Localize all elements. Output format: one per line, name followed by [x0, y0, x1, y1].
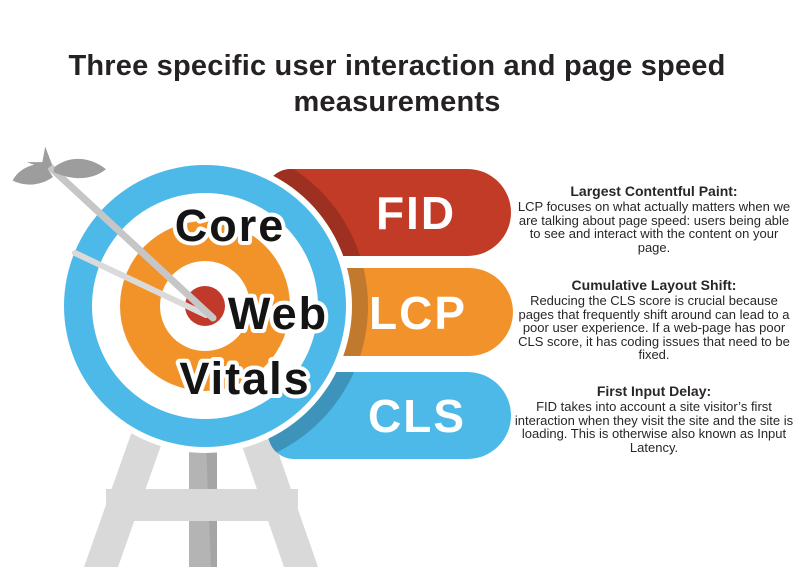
arrow-second-shaft — [72, 250, 209, 318]
arrow-fletching — [12, 146, 106, 185]
description-heading: First Input Delay: — [596, 383, 712, 399]
description-body: LCP focuses on what actually matters whe… — [517, 199, 791, 255]
easel-stand — [84, 420, 318, 567]
description-heading: Cumulative Layout Shift: — [571, 277, 737, 293]
arrow-tail-notch — [26, 146, 53, 170]
target-words: Core Web Vitals — [171, 196, 330, 408]
target-word-vitals: Vitals — [179, 353, 310, 404]
pill-cls-label: CLS — [368, 390, 466, 442]
description-block-cls: Cumulative Layout Shift: Reducing the CL… — [512, 278, 794, 362]
description-block-fid: First Input Delay: FID takes into accoun… — [512, 383, 794, 455]
arrow-feather-lower — [12, 164, 53, 185]
arrow-feather-upper — [53, 158, 106, 179]
arrow-main-shaft — [46, 163, 217, 322]
description-block-lcp: Largest Contentful Paint: LCP focuses on… — [512, 183, 794, 255]
description-body: FID takes into account a site visitor’s … — [514, 399, 794, 455]
page-title: Three specific user interaction and page… — [68, 50, 726, 118]
description-body: Reducing the CLS score is crucial becaus… — [518, 293, 790, 363]
target-word-web: Web — [228, 288, 328, 339]
arrow-icon — [12, 146, 217, 322]
pill-fid-label: FID — [376, 187, 456, 239]
stand-crossbar — [106, 489, 298, 521]
target-word-core: Core — [175, 200, 286, 251]
pill-lcp-label: LCP — [369, 287, 467, 339]
description-heading: Largest Contentful Paint: — [570, 183, 738, 199]
pill-lcp: LCP — [320, 268, 513, 356]
